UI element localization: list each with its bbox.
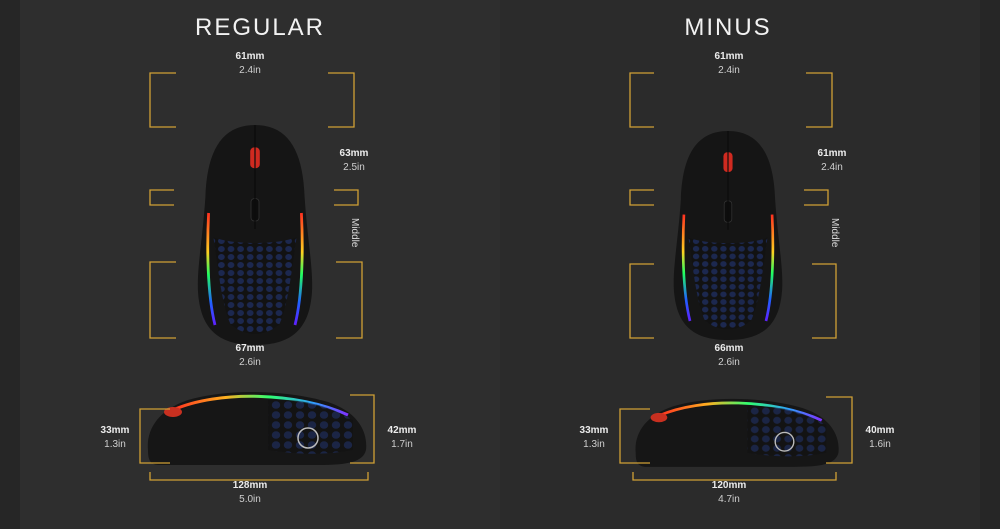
minus-bottom-width: 66mm 2.6in <box>669 342 789 370</box>
minus-bottom-width-mm: 66mm <box>714 343 744 354</box>
regular-top-width-in: 2.4in <box>239 65 261 76</box>
minus-front-height-in: 1.3in <box>583 439 605 450</box>
minus-top-bracket-left <box>629 72 654 128</box>
regular-back-height: 42mm 1.7in <box>342 424 462 452</box>
regular-grip-bracket-left <box>149 189 174 206</box>
minus-title: MINUS <box>684 14 772 41</box>
minus-bottom-bracket-left <box>629 263 654 339</box>
regular-length-in: 5.0in <box>239 494 261 505</box>
minus-grip-bracket-right <box>804 189 829 206</box>
minus-front-height: 33mm 1.3in <box>534 424 654 452</box>
regular-top-width: 61mm 2.4in <box>190 50 310 78</box>
minus-bottom-width-in: 2.6in <box>718 357 740 368</box>
regular-top-bracket-left <box>149 72 176 128</box>
regular-back-height-bracket <box>350 394 375 464</box>
regular-bottom-width: 67mm 2.6in <box>190 342 310 370</box>
minus-grip-width: 61mm 2.4in <box>772 147 892 175</box>
minus-top-width: 61mm 2.4in <box>669 50 789 78</box>
minus-top-mouse-image <box>672 129 784 342</box>
regular-back-height-mm: 42mm <box>387 425 417 436</box>
regular-front-height-mm: 33mm <box>100 425 130 436</box>
regular-bottom-bracket-left <box>149 261 176 339</box>
regular-grip-width: 63mm 2.5in <box>294 147 414 175</box>
minus-back-height-mm: 40mm <box>865 425 895 436</box>
regular-middle-label: Middle <box>349 218 360 248</box>
minus-top-bracket-right <box>806 72 833 128</box>
minus-grip-width-mm: 61mm <box>817 148 847 159</box>
minus-back-height-in: 1.6in <box>869 439 891 450</box>
minus-top-width-mm: 61mm <box>714 51 744 62</box>
minus-grip-bracket-left <box>629 189 654 206</box>
minus-length-mm: 120mm <box>711 480 747 491</box>
minus-bottom-bracket-right <box>812 263 837 339</box>
regular-front-height: 33mm 1.3in <box>55 424 175 452</box>
minus-front-height-bracket <box>619 408 650 464</box>
regular-top-width-mm: 61mm <box>235 51 265 62</box>
minus-grip-width-in: 2.4in <box>821 162 843 173</box>
minus-top-width-in: 2.4in <box>718 65 740 76</box>
minus-side-mouse-image <box>634 397 841 469</box>
regular-length: 128mm 5.0in <box>190 479 310 507</box>
minus-length: 120mm 4.7in <box>669 479 789 507</box>
minus-back-height-bracket <box>826 396 853 464</box>
minus-front-height-mm: 33mm <box>579 425 609 436</box>
regular-back-height-in: 1.7in <box>391 439 413 450</box>
minus-length-bracket <box>632 472 837 481</box>
regular-front-height-in: 1.3in <box>104 439 126 450</box>
regular-side-mouse-image <box>146 390 368 467</box>
regular-front-height-bracket <box>139 408 170 464</box>
minus-length-in: 4.7in <box>718 494 740 505</box>
regular-length-bracket <box>149 472 369 481</box>
regular-bottom-bracket-right <box>336 261 363 339</box>
regular-title: REGULAR <box>194 14 326 41</box>
regular-length-mm: 128mm <box>232 480 268 491</box>
minus-back-height: 40mm 1.6in <box>820 424 940 452</box>
regular-grip-bracket-right <box>334 189 359 206</box>
regular-bottom-width-in: 2.6in <box>239 357 261 368</box>
regular-top-bracket-right <box>328 72 355 128</box>
minus-middle-label: Middle <box>829 218 840 248</box>
regular-grip-width-in: 2.5in <box>343 162 365 173</box>
regular-grip-width-mm: 63mm <box>339 148 369 159</box>
regular-bottom-width-mm: 67mm <box>235 343 265 354</box>
